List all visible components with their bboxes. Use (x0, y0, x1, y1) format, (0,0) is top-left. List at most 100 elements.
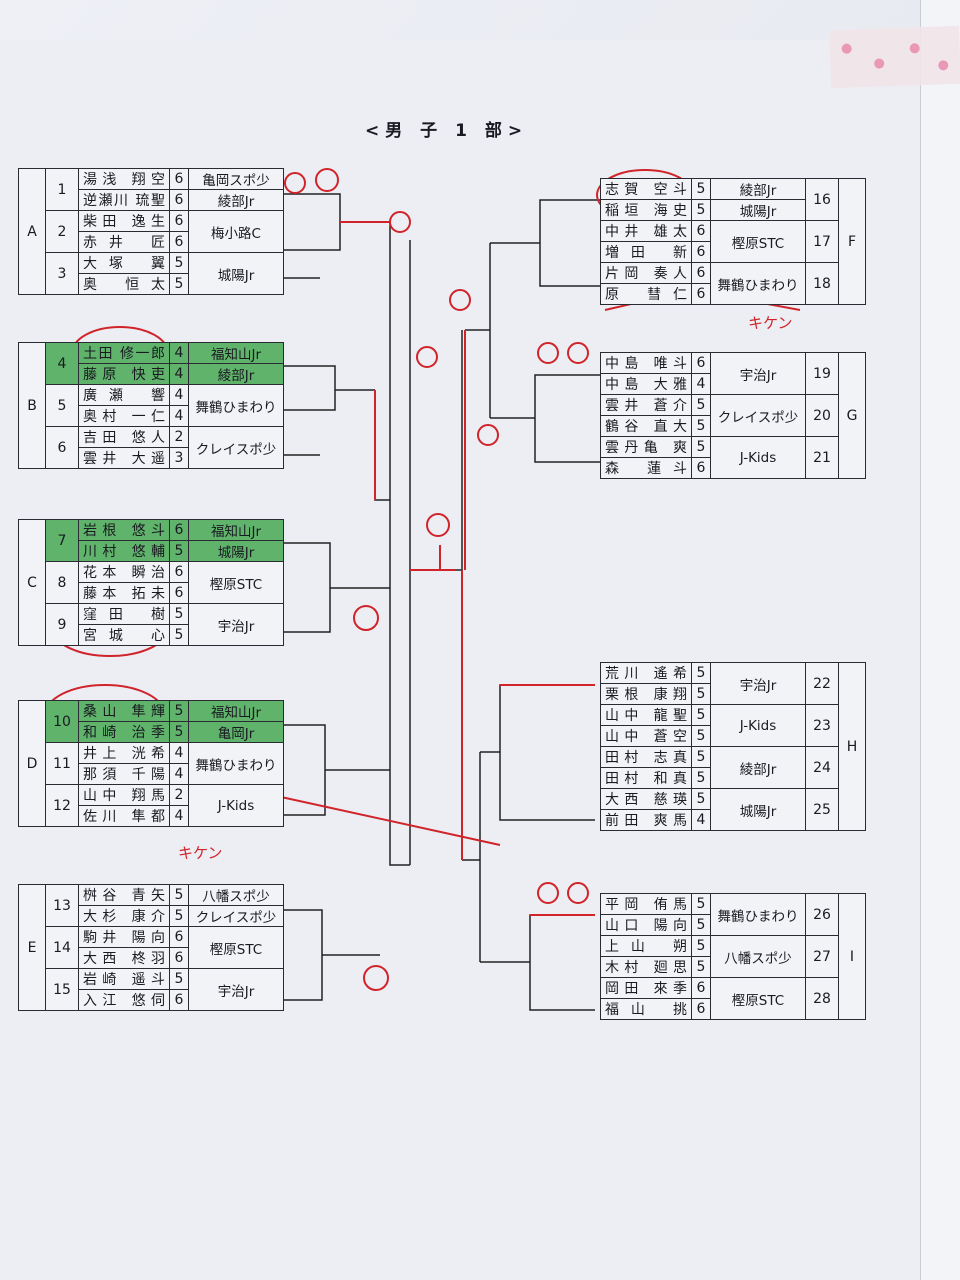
player-grade: 6 (169, 168, 189, 190)
team-seed: 3 (45, 252, 79, 295)
player-name: 上山 朔 (600, 935, 692, 957)
club-name: J-Kids (710, 436, 806, 479)
player-grade: 6 (169, 947, 189, 969)
club-name: 福知山Jr (188, 700, 284, 722)
player-name: 山中 龍聖 (600, 704, 692, 726)
club-name: 宇治Jr (188, 968, 284, 1011)
player-name: 中島 大雅 (600, 373, 692, 395)
team-seed: 7 (45, 519, 79, 562)
club-name: 亀岡Jr (188, 721, 284, 743)
player-grade: 6 (691, 241, 711, 263)
withdrawn-note-d: キケン (178, 844, 223, 862)
team-seed: 11 (45, 742, 79, 785)
player-grade: 5 (691, 415, 711, 437)
player-name: 岩根 悠斗 (78, 519, 170, 541)
player-grade: 4 (169, 763, 189, 785)
player-name: 田村 和真 (600, 767, 692, 789)
group-letter: G (838, 352, 866, 479)
team-seed: 18 (805, 262, 839, 305)
player-name: 志賀 空斗 (600, 178, 692, 200)
club-name: 綾部Jr (710, 746, 806, 789)
player-grade: 6 (169, 926, 189, 948)
club-name: クレイスポ少 (188, 905, 284, 927)
player-name: 片岡 奏人 (600, 262, 692, 284)
club-name: 綾部Jr (188, 363, 284, 385)
player-grade: 6 (169, 189, 189, 211)
player-grade: 6 (169, 989, 189, 1011)
player-name: 赤井 匠 (78, 231, 170, 253)
player-grade: 5 (691, 767, 711, 789)
team-seed: 15 (45, 968, 79, 1011)
team-seed: 20 (805, 394, 839, 437)
group-letter: B (18, 342, 46, 469)
player-name: 大杉 康介 (78, 905, 170, 927)
team-seed: 26 (805, 893, 839, 936)
withdrawn-note-f: キケン (748, 314, 793, 332)
player-name: 大塚 翼 (78, 252, 170, 274)
player-grade: 5 (169, 273, 189, 295)
club-name: 舞鶴ひまわり (710, 262, 806, 305)
player-name: 岩崎 遥斗 (78, 968, 170, 990)
team-seed: 9 (45, 603, 79, 646)
player-grade: 4 (169, 342, 189, 364)
player-grade: 4 (169, 363, 189, 385)
player-name: 福山 挑 (600, 998, 692, 1020)
player-name: 土田 修一郎 (78, 342, 170, 364)
club-name: 舞鶴ひまわり (710, 893, 806, 936)
player-name: 前田 爽馬 (600, 809, 692, 831)
player-name: 中島 唯斗 (600, 352, 692, 374)
group-letter: C (18, 519, 46, 646)
club-name: クレイスポ少 (710, 394, 806, 437)
team-seed: 24 (805, 746, 839, 789)
club-name: 亀岡スポ少 (188, 168, 284, 190)
group-letter: A (18, 168, 46, 295)
player-grade: 5 (691, 683, 711, 705)
player-name: 雲井 大遥 (78, 447, 170, 469)
player-grade: 5 (169, 540, 189, 562)
player-grade: 6 (691, 457, 711, 479)
player-grade: 4 (169, 805, 189, 827)
player-name: 大西 慈瑛 (600, 788, 692, 810)
player-grade: 4 (169, 742, 189, 764)
group-letter: D (18, 700, 46, 827)
player-grade: 4 (691, 809, 711, 831)
player-grade: 2 (169, 784, 189, 806)
team-seed: 16 (805, 178, 839, 221)
player-name: 逆瀬川 琉聖 (78, 189, 170, 211)
club-name: 八幡スポ少 (188, 884, 284, 906)
player-grade: 5 (691, 893, 711, 915)
player-grade: 6 (691, 352, 711, 374)
player-name: 山中 蒼空 (600, 725, 692, 747)
player-grade: 5 (691, 662, 711, 684)
player-grade: 2 (169, 426, 189, 448)
player-grade: 5 (691, 725, 711, 747)
club-name: 樫原STC (188, 926, 284, 969)
player-name: 森 蓮斗 (600, 457, 692, 479)
club-name: 福知山Jr (188, 342, 284, 364)
player-name: 宮城 心 (78, 624, 170, 646)
team-seed: 13 (45, 884, 79, 927)
player-grade: 3 (169, 447, 189, 469)
